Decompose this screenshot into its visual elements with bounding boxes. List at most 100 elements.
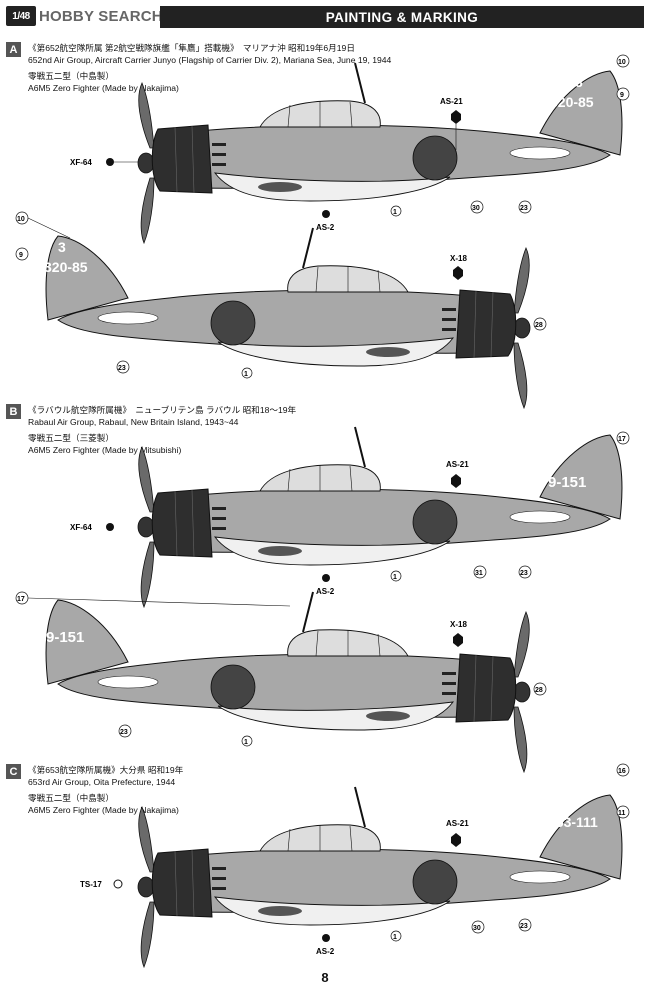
a1-as21-label: AS-21 — [440, 97, 463, 106]
c1-n30-label: 30 — [473, 925, 481, 932]
b1-n17-marker — [616, 431, 630, 445]
page-number: 8 — [321, 970, 329, 985]
c1-n1-marker — [390, 930, 402, 942]
section-a-model-jp: 零戦五二型（中島製） — [28, 71, 114, 81]
a-right-tail-code: 320-85 — [44, 259, 88, 275]
a1-n1-label: 1 — [393, 209, 397, 216]
a1-as21-marker — [451, 110, 461, 124]
a1-n10-marker — [616, 54, 630, 68]
a-right-tail-number: 3 — [58, 239, 66, 255]
header-bar: PAINTING & MARKING — [160, 6, 644, 28]
c1-n16-label: 16 — [618, 768, 626, 775]
b2-n28-marker — [533, 682, 547, 696]
section-b-en: Rabaul Air Group, Rabaul, New Britain Is… — [28, 417, 239, 427]
b1-n23-marker — [518, 565, 532, 579]
b1-n1-marker — [390, 570, 402, 582]
c1-n16-marker — [616, 763, 630, 777]
b1-n31-label: 31 — [475, 570, 483, 577]
b2-n23-label: 23 — [120, 729, 128, 736]
a-left-tail-number: 3 — [575, 74, 583, 90]
b1-as2-label: AS-2 — [316, 587, 335, 596]
c1-n11-label: 11 — [618, 810, 626, 817]
c1-ts17-label: TS-17 — [80, 880, 102, 889]
hobby-search-logo: 1/48 HOBBY SEARCH — [6, 5, 163, 27]
a2-x18-label: X-18 — [450, 254, 467, 263]
aircraft-b-left: 9-151 — [137, 426, 623, 608]
a2-x18-marker — [453, 266, 463, 280]
c1-n23-marker — [518, 918, 532, 932]
a1-n1-marker — [390, 205, 402, 217]
c1-n11-marker — [616, 805, 630, 819]
a2-n28-label: 28 — [535, 322, 543, 329]
a1-n9-marker — [616, 87, 630, 101]
section-c-model-en: A6M5 Zero Fighter (Made by Nakajima) — [28, 805, 179, 815]
b1-n23-label: 23 — [520, 570, 528, 577]
c1-as2-label: AS-2 — [316, 947, 335, 956]
section-b-caption: B 《ラバウル航空隊所属機》 ニューブリテン島 ラバウル 昭和18〜19年 Ra… — [6, 404, 646, 464]
b2-n28-label: 28 — [535, 687, 543, 694]
b2-n23-marker — [118, 724, 132, 738]
section-b-jp: 《ラバウル航空隊所属機》 ニューブリテン島 ラバウル 昭和18〜19年 — [28, 405, 297, 415]
b1-xf64-label: XF-64 — [70, 523, 92, 532]
b1-xf64-marker — [106, 523, 114, 531]
a1-n23-marker — [518, 200, 532, 214]
a1-n23-label: 23 — [520, 205, 528, 212]
a2-n23-marker — [116, 360, 130, 374]
a1-n9-label: 9 — [620, 92, 624, 99]
a2-n1-marker — [241, 367, 253, 379]
b-left-tail-code: 9-151 — [548, 474, 586, 491]
logo-text: HOBBY SEARCH — [39, 7, 163, 25]
logo-mark: 1/48 — [6, 6, 36, 26]
a1-n30-label: 30 — [472, 205, 480, 212]
section-c-model-jp: 零戦五二型（中島製） — [28, 793, 114, 803]
aircraft-b-right: 9-151 — [46, 592, 530, 772]
a1-as2-label: AS-2 — [316, 223, 335, 232]
a1-as2-marker — [322, 210, 330, 218]
a1-n10-label: 10 — [618, 59, 626, 66]
b1-as21-marker — [451, 474, 461, 488]
c-left-tail-code: 653-111 — [548, 814, 598, 830]
b1-n31-marker — [473, 565, 487, 579]
c1-n1-label: 1 — [393, 934, 397, 941]
a1-xf64-label: XF-64 — [70, 158, 92, 167]
a2-n9-label: 9 — [19, 252, 23, 259]
section-c-jp: 《第653航空隊所属機》大分県 昭和19年 — [28, 765, 184, 775]
c1-n23-label: 23 — [520, 923, 528, 930]
a2-n1-label: 1 — [244, 371, 248, 378]
b1-n17-label: 17 — [618, 436, 626, 443]
a1-xf64-marker — [106, 158, 114, 166]
aircraft-a-right: 3 320-85 — [44, 228, 530, 408]
page-title: PAINTING & MARKING — [325, 9, 479, 25]
a2-n23-label: 23 — [118, 365, 126, 372]
b1-as21-label: AS-21 — [446, 460, 469, 469]
section-a-letter: A — [6, 42, 21, 57]
b2-n17-label: 17 — [17, 596, 25, 603]
b1-as2-marker — [322, 574, 330, 582]
b2-x18-label: X-18 — [450, 620, 467, 629]
c1-as21-marker — [451, 833, 461, 847]
b2-n1-marker — [241, 735, 253, 747]
c1-n30-marker — [471, 920, 485, 934]
section-b-letter: B — [6, 404, 21, 419]
c1-as2-marker — [322, 934, 330, 942]
section-c-caption: C 《第653航空隊所属機》大分県 昭和19年 653rd Air Group,… — [6, 764, 646, 824]
section-a-caption: A 《第652航空隊所属 第2航空戦隊旗艦「隼鷹」搭載機》 マリアナ沖 昭和19… — [6, 42, 646, 102]
a2-n9-marker — [15, 247, 29, 261]
b2-n1-label: 1 — [244, 739, 248, 746]
a2-n10-label: 10 — [17, 216, 25, 223]
section-c-letter: C — [6, 764, 21, 779]
b-right-tail-code: 9-151 — [46, 629, 84, 646]
section-a-en: 652nd Air Group, Aircraft Carrier Junyo … — [28, 55, 392, 65]
section-b-model-jp: 零戦五二型（三菱製） — [28, 433, 114, 443]
section-a-model-en: A6M5 Zero Fighter (Made by Nakajima) — [28, 83, 179, 93]
a2-n28-marker — [533, 317, 547, 331]
section-b-model-en: A6M5 Zero Fighter (Made by Mitsubishi) — [28, 445, 182, 455]
a1-n30-marker — [470, 200, 484, 214]
aircraft-a-left: 3 320-85 — [137, 62, 623, 244]
b1-n1-label: 1 — [393, 574, 397, 581]
c1-as21-label: AS-21 — [446, 819, 469, 828]
aircraft-c-left: 653-111 — [137, 786, 623, 968]
section-a-jp: 《第652航空隊所属 第2航空戦隊旗艦「隼鷹」搭載機》 マリアナ沖 昭和19年6… — [28, 43, 355, 53]
c1-ts17-marker — [113, 879, 123, 889]
